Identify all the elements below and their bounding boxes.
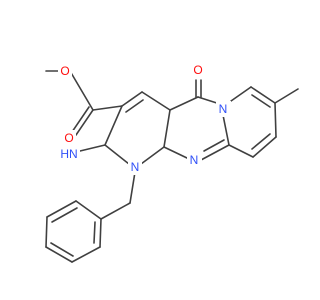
- bond-c7-c8: [274, 102, 277, 138]
- bond-ph-3-4: [45, 216, 48, 248]
- bond-ph-6-1-inner: [93, 221, 96, 244]
- atom-labels: O O O N N N HN: [58, 62, 231, 175]
- bond-c10a-n1: [140, 146, 165, 165]
- bond-ph-2-3: [46, 200, 77, 218]
- bond-n1-c2: [104, 144, 130, 165]
- bond-ph-2-3-inner: [51, 207, 78, 223]
- bond-c3-c4: [121, 91, 143, 107]
- atom-ester-o-methyl: O: [60, 64, 69, 78]
- bond-carbonyl-o-double-b: [71, 106, 90, 133]
- atom-ring-n-bridge: N: [190, 153, 199, 167]
- atom-ester-o-carbonyl: O: [64, 131, 73, 145]
- bond-c4a-c10a: [163, 109, 171, 148]
- bond-carbonyl-o-double-a: [75, 109, 94, 136]
- bond-c4-c4a: [141, 91, 171, 111]
- atom-ring-n1: N: [131, 160, 140, 174]
- bond-c6-c7-inner: [251, 94, 271, 108]
- bond-n-c6: [230, 86, 252, 102]
- bond-ph-4-5: [45, 246, 73, 263]
- bond-ph-5-6: [71, 246, 101, 263]
- bond-c6-c7: [250, 86, 276, 104]
- bond-n-c9a: [222, 114, 230, 146]
- bonds: [45, 70, 299, 263]
- bond-c4a-c5: [169, 96, 199, 111]
- bond-ph-1-2: [75, 200, 102, 220]
- atom-ketone-o: O: [193, 63, 202, 77]
- bond-c2-c3: [104, 105, 123, 146]
- bond-n10-c10a: [163, 146, 188, 159]
- bond-c8-c9-inner: [251, 133, 271, 150]
- bond-ch2-phenyl: [100, 202, 131, 220]
- molecule-structure: O O O N N N HN: [45, 62, 299, 263]
- bond-c3-c4-inner: [125, 99, 144, 113]
- bond-c9a-n10-inner: [203, 139, 225, 152]
- atom-pyridone-n: N: [219, 102, 228, 116]
- bond-c9-c9a: [228, 144, 254, 158]
- atom-imine-nh: HN: [60, 147, 77, 161]
- bond-n1-ch2: [129, 171, 136, 204]
- bond-o-carbonyl: [69, 70, 94, 111]
- bond-c9a-n10: [200, 144, 230, 161]
- bond-carbonyl-ring: [92, 105, 123, 111]
- bond-c7-methyl: [274, 88, 299, 104]
- bond-c2-imine: [79, 144, 106, 152]
- bond-ph-4-5-inner: [50, 242, 74, 257]
- bond-c8-c9: [252, 136, 277, 158]
- bond-ph-6-1: [99, 218, 102, 248]
